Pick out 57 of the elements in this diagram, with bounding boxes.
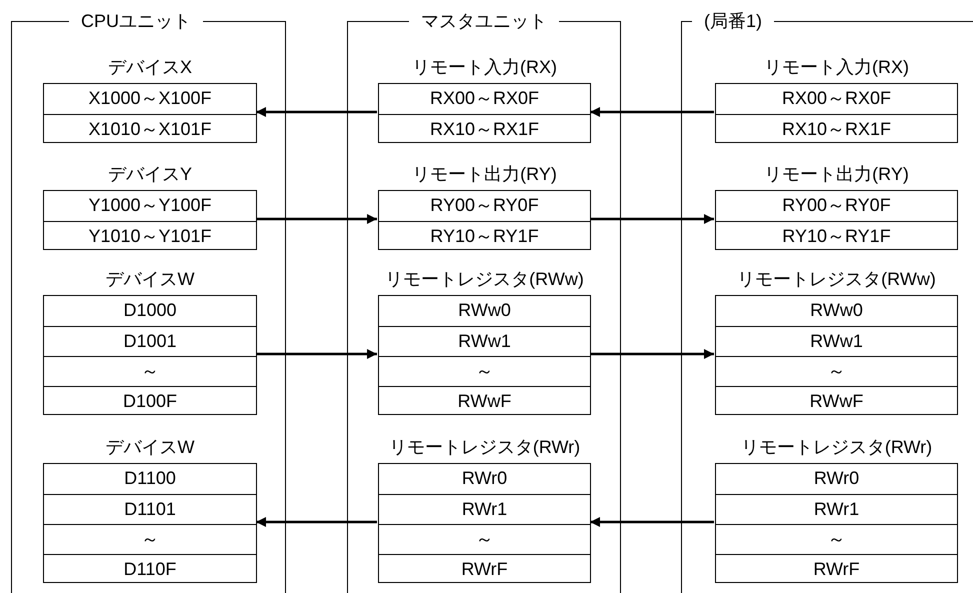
table-cell: RWrF: [716, 554, 957, 584]
table-cell: RWw1: [379, 326, 590, 356]
table-cell: D1101: [44, 494, 256, 524]
unit-heading: (局番1): [692, 9, 774, 33]
table-cell: D100F: [44, 386, 256, 416]
table-cell-text: RWr0: [812, 467, 860, 490]
arrow: [256, 517, 377, 527]
table-cell: ～: [716, 524, 957, 554]
table-cell: D1001: [44, 326, 256, 356]
table-cell-text: X1000～X100F: [87, 87, 213, 110]
arrow: [590, 349, 714, 359]
table-cell: RX10～RX1F: [716, 114, 957, 144]
table-cell: ～: [44, 524, 256, 554]
table-cell: RWwF: [379, 386, 590, 416]
table-cell: RWrF: [379, 554, 590, 584]
table-cell: ～: [44, 356, 256, 386]
arrow: [256, 214, 377, 224]
table-cell: RWr1: [716, 494, 957, 524]
table-heading: リモートレジスタ(RWr): [740, 436, 934, 459]
table-cell-text: RY00～RY0F: [781, 194, 892, 217]
arrow: [590, 214, 714, 224]
table-cell: RWwF: [716, 386, 957, 416]
arrow: [590, 107, 714, 117]
table-cell-text: D1000: [122, 299, 178, 322]
arrow: [590, 517, 714, 527]
table-cell-text: RY00～RY0F: [429, 194, 540, 217]
table-heading: リモート入力(RX): [763, 56, 910, 79]
table-cell-text: RWr0: [460, 467, 508, 490]
table-cell-text: RWw0: [809, 299, 864, 322]
table-heading: リモート入力(RX): [411, 56, 558, 79]
table-cell-text: Y1000～Y100F: [87, 194, 213, 217]
table-heading: リモートレジスタ(RWw): [736, 268, 937, 291]
table-cell-text: D1100: [123, 467, 177, 490]
table-heading: リモート出力(RY): [763, 163, 910, 186]
table-heading: デバイスY: [106, 163, 193, 186]
table-cell-text: RWw0: [457, 299, 512, 322]
table-cell: RWr1: [379, 494, 590, 524]
table-cell: X1010～X101F: [44, 114, 256, 144]
table-cell: ～: [379, 524, 590, 554]
table-heading: リモートレジスタ(RWr): [388, 436, 582, 459]
table-cell: RX10～RX1F: [379, 114, 590, 144]
table-cell: RY10～RY1F: [379, 221, 590, 251]
table-cell: ～: [716, 356, 957, 386]
table-cell-text: RX00～RX0F: [780, 87, 892, 110]
table-cell: ～: [379, 356, 590, 386]
table-heading: デバイスW: [104, 436, 196, 459]
table-cell: D110F: [44, 554, 256, 584]
table-cell: RY10～RY1F: [716, 221, 957, 251]
table-cell: Y1010～Y101F: [44, 221, 256, 251]
arrow: [256, 107, 377, 117]
table-cell: RWw1: [716, 326, 957, 356]
table-heading: リモート出力(RY): [411, 163, 558, 186]
table-cell-text: RX00～RX0F: [428, 87, 540, 110]
table-heading: リモートレジスタ(RWw): [384, 268, 585, 291]
table-heading: デバイスW: [104, 268, 196, 291]
table-heading: デバイスX: [106, 56, 193, 79]
arrow: [256, 349, 377, 359]
